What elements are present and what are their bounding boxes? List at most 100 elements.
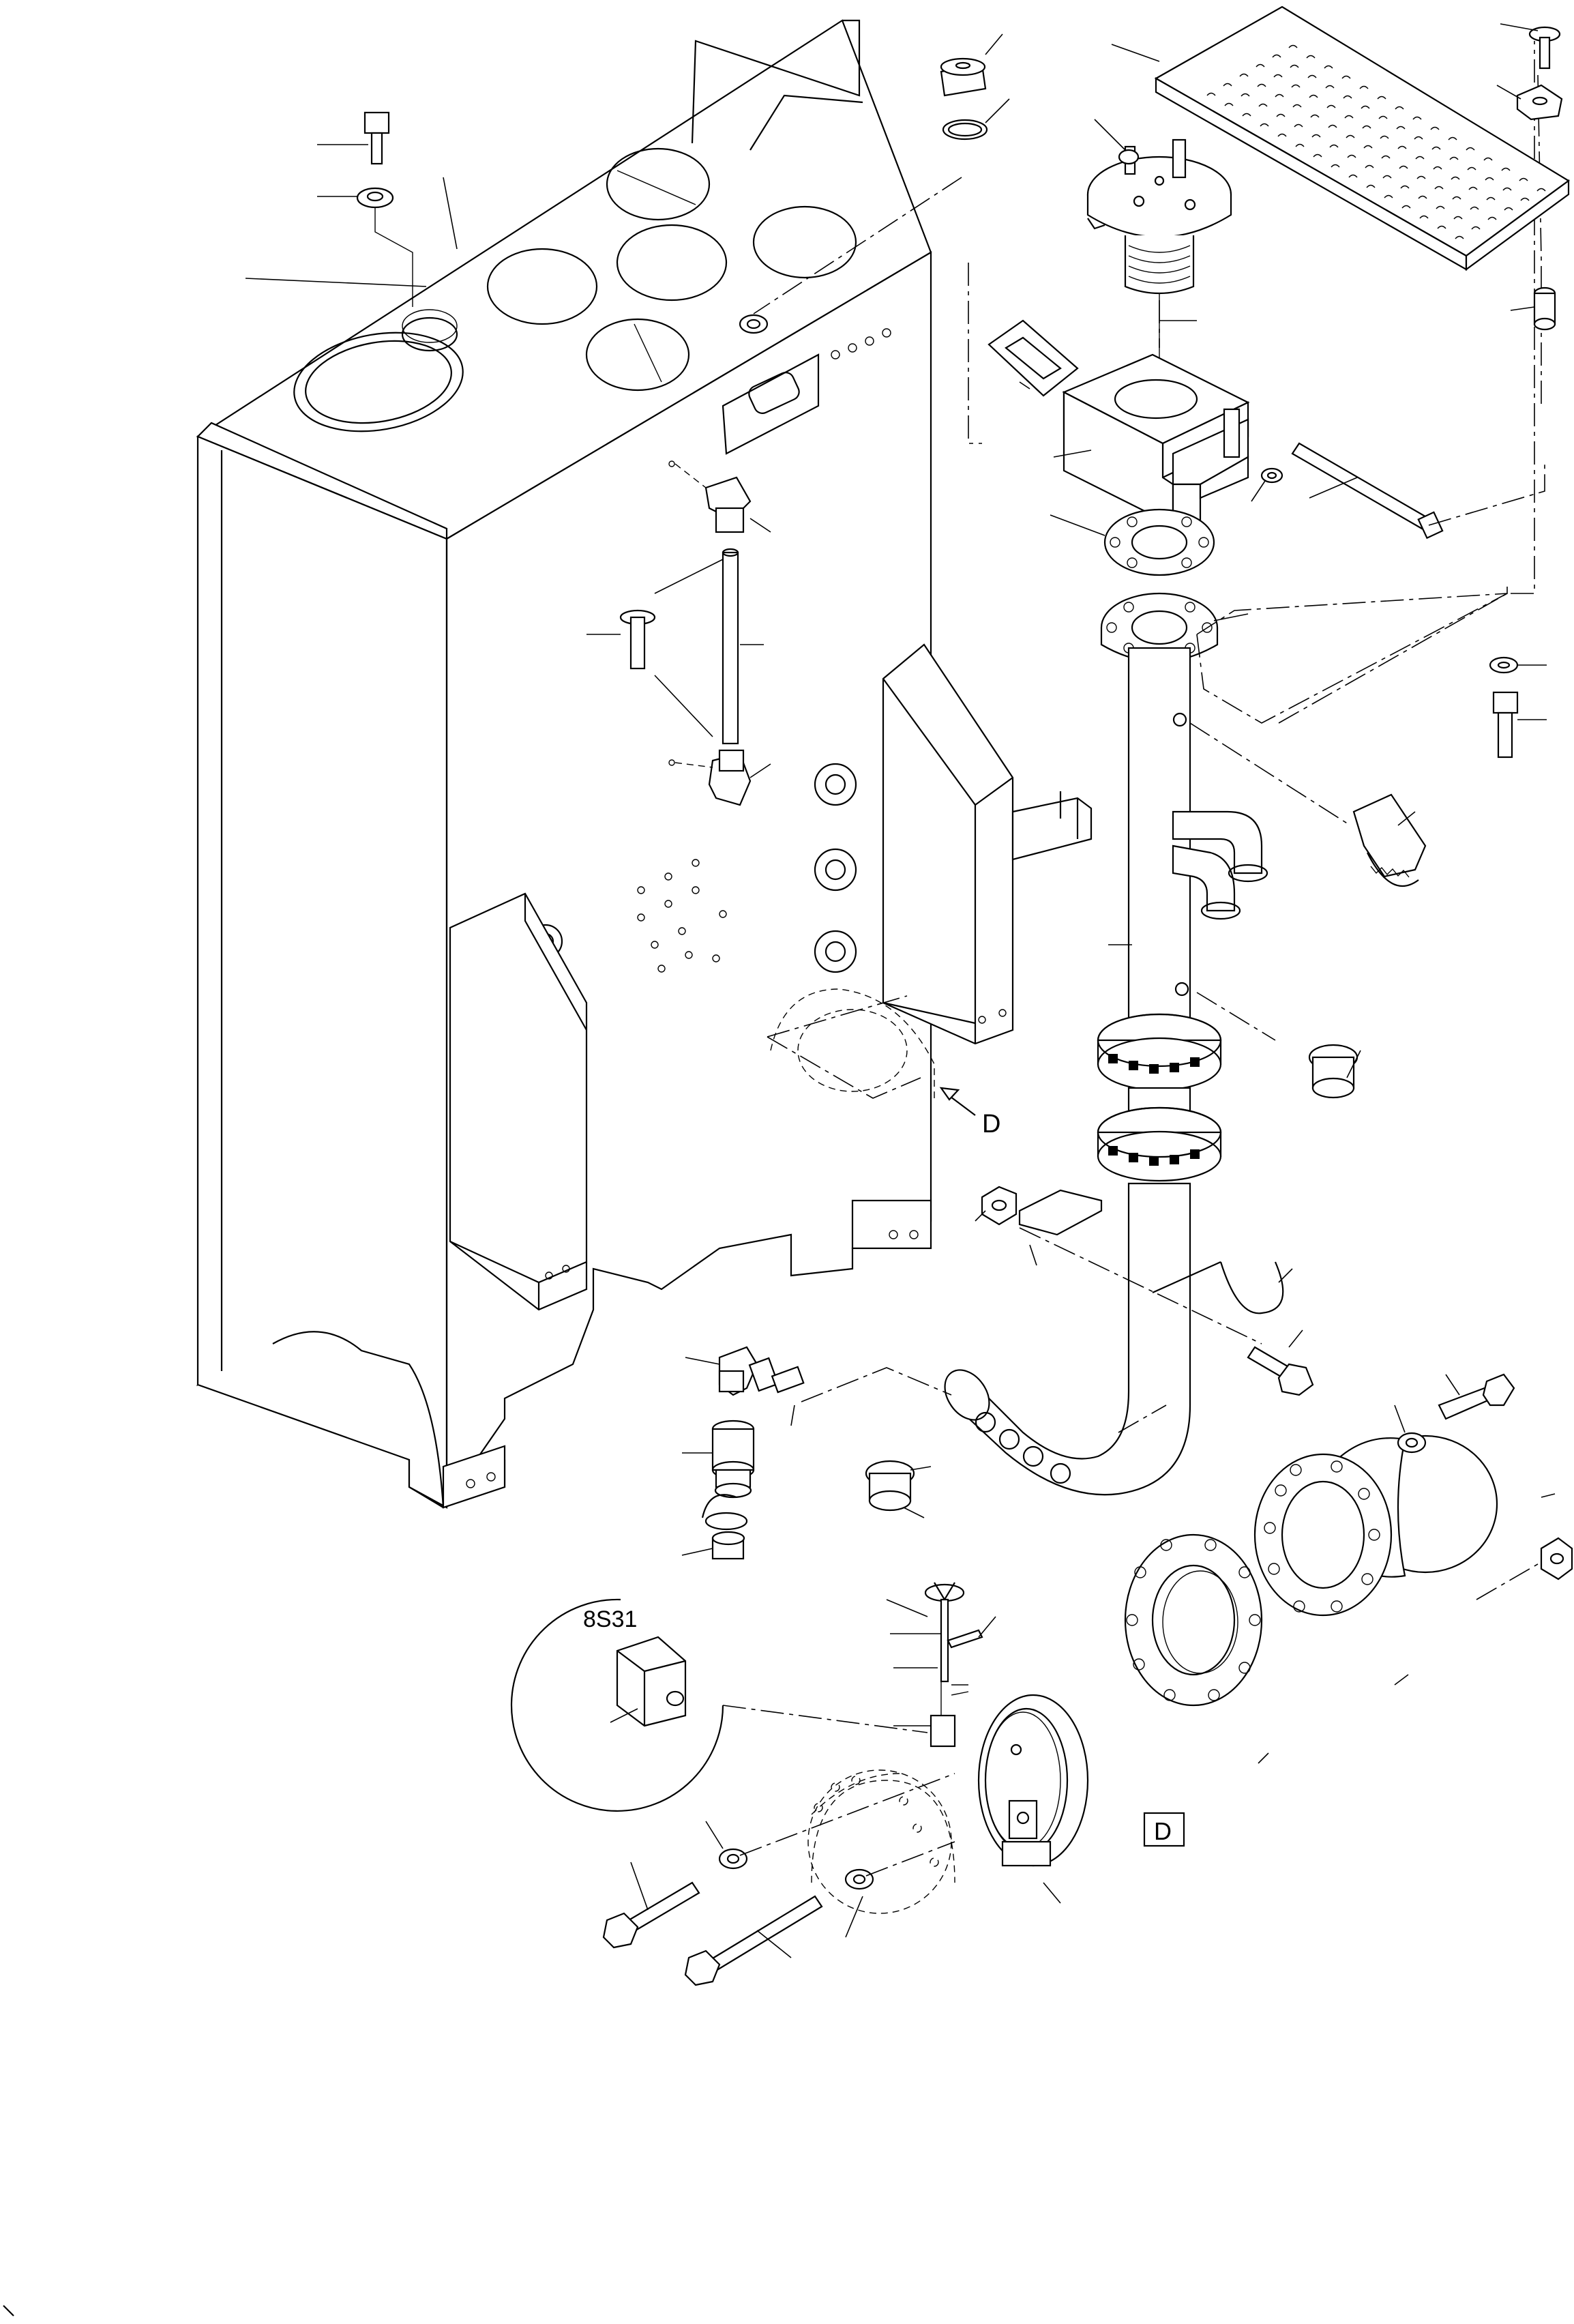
- grating-slot: [1536, 188, 1546, 192]
- grating-slot: [1397, 145, 1407, 149]
- grating-slot: [1239, 73, 1249, 77]
- grating-slot: [1486, 196, 1496, 201]
- grating-slot: [1328, 124, 1337, 128]
- bolt-and-washer-topleft: [245, 111, 458, 307]
- grating-slot: [1449, 156, 1459, 160]
- grating-slot: [1416, 175, 1426, 179]
- grating-slot: [1382, 175, 1392, 179]
- grating-slot: [1365, 164, 1374, 168]
- grating-slot: [1415, 156, 1425, 160]
- grating-slot: [1378, 115, 1388, 119]
- float-switch-assembly: [1086, 119, 1232, 368]
- grating-slot: [1288, 44, 1298, 48]
- view-d-arrow: D: [939, 1087, 1000, 1138]
- grating-slot: [1260, 123, 1269, 127]
- grating-slot: [1436, 205, 1445, 209]
- sight-glass-fittings: [586, 460, 771, 806]
- grating-slot: [1418, 195, 1427, 199]
- grating-slot: [1273, 74, 1283, 78]
- grating-slot: [1257, 83, 1266, 87]
- grating-slot: [1519, 177, 1528, 181]
- grating-slot: [1277, 133, 1287, 137]
- grating-slot: [1466, 147, 1475, 151]
- grating-slot: [1502, 187, 1512, 191]
- grating-slot: [1306, 55, 1316, 59]
- pipe-flanges: [1050, 508, 1249, 663]
- grating-slot: [1307, 74, 1317, 78]
- grating-slot: [1313, 153, 1322, 158]
- grating-slot: [1366, 184, 1376, 188]
- grating-slot: [1223, 83, 1232, 87]
- vertical-pipe: [944, 647, 1293, 1496]
- topright-screw: [1496, 23, 1563, 331]
- grating-slot: [1504, 207, 1513, 211]
- grating-slot: [1290, 64, 1299, 68]
- grating-slot: [1434, 186, 1444, 190]
- grating-slot: [1377, 95, 1386, 100]
- cube-housing: [1053, 320, 1250, 527]
- grating-slot: [1501, 167, 1511, 171]
- grating-slot: [1452, 196, 1461, 200]
- grating-slot: [1291, 84, 1301, 88]
- front-bolt-holes: [637, 859, 727, 973]
- grating-slot: [1224, 102, 1234, 106]
- grating-slot: [1348, 174, 1358, 178]
- grating-slot: [1361, 105, 1370, 109]
- drain-plug-right: [1196, 992, 1361, 1099]
- grating-slot: [1483, 157, 1493, 161]
- lower-left-fittings: [681, 1346, 952, 1560]
- grating-slot: [1437, 225, 1446, 229]
- grating-slot: [1325, 85, 1335, 89]
- grating-slot: [1487, 216, 1497, 220]
- grating-slot: [1380, 135, 1389, 139]
- detail-d-box: D: [1143, 1812, 1185, 1847]
- grating-slot: [1470, 206, 1479, 210]
- grating-slot: [1400, 185, 1410, 189]
- view-label-d: D: [982, 1110, 1000, 1138]
- grating-slot: [1520, 197, 1530, 201]
- grating-slot: [1272, 54, 1281, 58]
- long-bolt: [1251, 442, 1444, 540]
- grating-slot: [1455, 235, 1464, 239]
- butterfly-valve: [807, 1582, 1089, 1914]
- top-plug: [753, 33, 1010, 314]
- grating-slot: [1294, 123, 1303, 128]
- tank-body: [196, 19, 1093, 1509]
- grating-slot: [1256, 63, 1265, 68]
- grating-slot: [1485, 177, 1494, 181]
- grating-slot: [1241, 93, 1250, 97]
- right-bolt-washer: [1489, 656, 1547, 759]
- grating-slot: [1295, 143, 1305, 147]
- grating-slot: [1309, 94, 1318, 98]
- expansion-bellows: [1124, 1435, 1556, 1764]
- grating-slot: [1401, 205, 1411, 209]
- grating-slot: [1346, 134, 1355, 138]
- grating-slot: [1412, 116, 1422, 120]
- grating-slot: [1433, 166, 1442, 170]
- grating-slot: [1399, 165, 1408, 169]
- drain-plug-lower: [865, 1460, 932, 1518]
- grating-slot: [1395, 106, 1404, 110]
- grating-slot: [1359, 85, 1369, 89]
- sensor-tag-8s31: 8S31: [583, 1606, 637, 1632]
- grating-slot: [1292, 104, 1302, 108]
- grating-slot: [1343, 95, 1352, 99]
- grating-slot: [1347, 154, 1356, 158]
- grating-slot: [1310, 114, 1320, 118]
- grating-slot: [1363, 145, 1373, 149]
- grating-slot: [1419, 215, 1429, 219]
- grating-slot: [1471, 226, 1481, 230]
- detail-circle-8s31: 8S31: [510, 1598, 928, 1812]
- grating-slot: [1430, 126, 1440, 130]
- bolt-mid-right: [1247, 1329, 1314, 1396]
- grating-slot: [1324, 65, 1333, 69]
- grating-slot: [1341, 75, 1351, 79]
- nut-and-bracket: [975, 1186, 1262, 1344]
- grating-slot: [1448, 136, 1457, 141]
- valve-bolts: [602, 1773, 955, 1986]
- corner-mark: [3, 2305, 14, 2316]
- grating-slot: [1414, 136, 1423, 140]
- grating-slot: [1396, 126, 1406, 130]
- grating-slot: [1451, 176, 1460, 180]
